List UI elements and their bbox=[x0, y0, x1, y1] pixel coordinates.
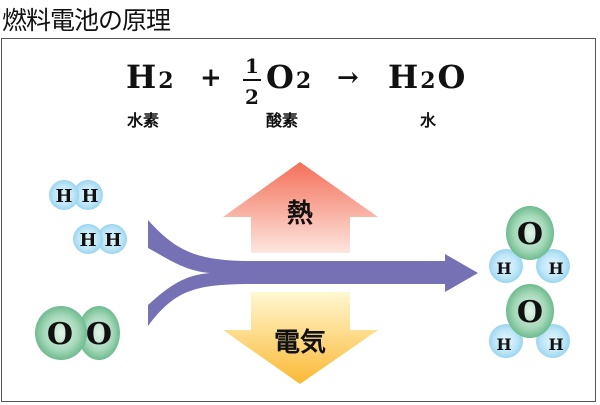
eq-hydrogen-sub: 2 bbox=[158, 68, 173, 94]
h-atom: H bbox=[548, 335, 563, 354]
electricity-arrow: 電気 bbox=[223, 292, 378, 384]
eq-oxygen: O bbox=[266, 58, 294, 96]
diagram-frame bbox=[1, 38, 596, 402]
eq-frac-den: 2 bbox=[245, 85, 259, 109]
h-atom: H bbox=[496, 259, 511, 278]
water-molecule: O H H bbox=[489, 284, 570, 358]
h-atom: H bbox=[496, 335, 511, 354]
page-title: 燃料電池の原理 bbox=[2, 6, 171, 35]
eq-water-sub: 2 bbox=[420, 68, 435, 94]
eq-hydrogen: H bbox=[126, 58, 156, 96]
oxygen-molecule: O O bbox=[35, 306, 120, 360]
h-atom: H bbox=[79, 230, 96, 251]
heat-arrow: 熱 bbox=[223, 162, 378, 253]
heat-label: 熱 bbox=[287, 199, 313, 229]
label-water: 水 bbox=[420, 111, 437, 130]
h-atom: H bbox=[548, 259, 563, 278]
o-atom: O bbox=[517, 295, 543, 330]
equation: H 2 + 1 2 O 2 → H 2 O 水素 酸素 水 bbox=[126, 54, 465, 130]
label-oxygen: 酸素 bbox=[266, 111, 298, 130]
eq-frac-num: 1 bbox=[245, 54, 259, 78]
reaction-flow-arrow bbox=[148, 220, 478, 326]
eq-plus: + bbox=[200, 63, 222, 93]
o-atom: O bbox=[517, 217, 543, 252]
hydrogen-molecule: H H bbox=[49, 180, 103, 210]
hydrogen-molecule: H H bbox=[73, 224, 127, 254]
o-atom: O bbox=[47, 317, 73, 352]
electricity-label: 電気 bbox=[274, 327, 326, 358]
eq-oxygen-sub: 2 bbox=[296, 68, 311, 94]
label-hydrogen: 水素 bbox=[127, 111, 159, 130]
h-atom: H bbox=[104, 230, 121, 251]
h-atom: H bbox=[81, 186, 98, 207]
h-atom: H bbox=[55, 186, 72, 207]
o-atom: O bbox=[86, 317, 112, 352]
eq-arrow: → bbox=[337, 63, 359, 93]
eq-water-o: O bbox=[438, 58, 466, 96]
eq-water-h: H bbox=[388, 58, 418, 96]
water-molecule: O H H bbox=[489, 206, 570, 283]
